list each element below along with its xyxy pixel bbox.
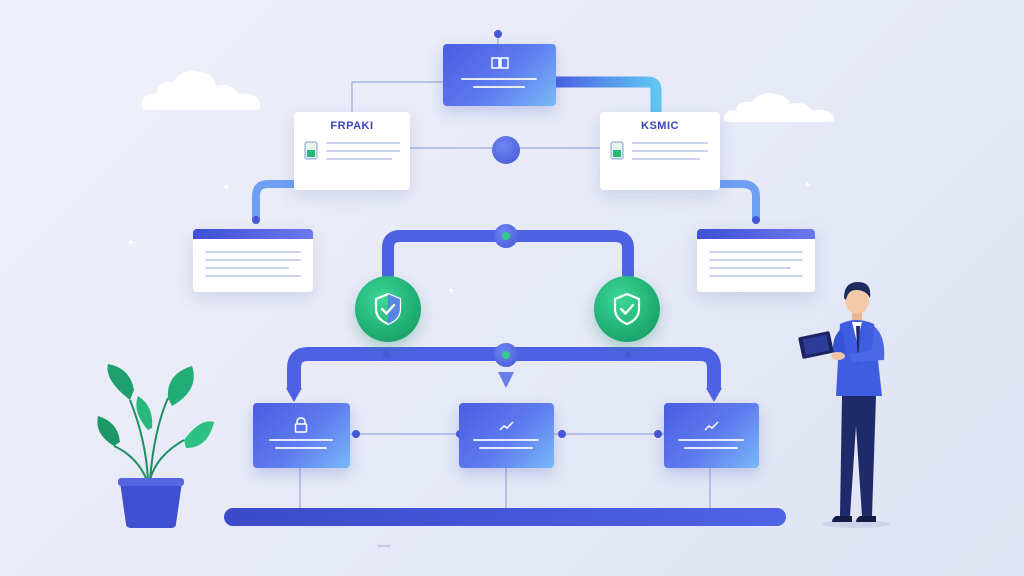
chart-icon (499, 421, 514, 431)
bottom-right-card (664, 403, 759, 468)
left-security-badge (355, 276, 421, 342)
bottom-left-card (253, 403, 350, 468)
text-line (632, 142, 708, 144)
window-title-bar (697, 229, 815, 239)
text-line (479, 447, 533, 449)
text-line (678, 439, 744, 441)
mid-left-window-card (193, 229, 313, 292)
sparkle: ✦ (447, 286, 456, 297)
sparkle: ✦ (222, 183, 231, 194)
lock-icon (294, 417, 308, 433)
top-card (443, 44, 556, 106)
bottom-center-card (459, 403, 554, 468)
left-info-card: FRPAKI (294, 112, 410, 190)
shield-check-icon (613, 292, 641, 326)
text-line (205, 267, 289, 269)
text-line (632, 150, 708, 152)
text-line (205, 275, 301, 277)
cloud-right (723, 93, 835, 122)
chart-icon (704, 421, 719, 431)
left-card-title: FRPAKI (330, 120, 374, 132)
battery-icon (304, 141, 318, 160)
text-line (632, 158, 700, 160)
book-icon (491, 57, 509, 69)
text-line (205, 251, 301, 253)
text-line (709, 267, 791, 269)
mid-right-window-card (697, 229, 815, 292)
sparkle: ✦ (127, 238, 136, 249)
node-emblem-icon (502, 232, 510, 240)
trunk-node-top (492, 136, 520, 164)
text-line (709, 275, 803, 277)
text-line (326, 142, 400, 144)
right-card-title: KSMIC (641, 120, 679, 132)
text-line (461, 78, 537, 80)
window-title-bar (193, 229, 313, 239)
potted-plant-illustration (97, 364, 214, 528)
node-emblem-icon (502, 351, 510, 359)
text-line (205, 259, 301, 261)
right-info-card: KSMIC (600, 112, 720, 190)
text-line (473, 439, 539, 441)
battery-icon (610, 141, 624, 160)
cloud-left (141, 71, 261, 110)
text-line (326, 150, 400, 152)
text-line (269, 439, 333, 441)
text-line (709, 259, 803, 261)
text-line (709, 251, 803, 253)
trunk-node-bottom (494, 343, 518, 367)
person-with-tablet-illustration (798, 282, 890, 528)
text-line (473, 86, 525, 88)
trunk-node-middle (494, 224, 518, 248)
text-line (326, 158, 392, 160)
right-security-badge (594, 276, 660, 342)
text-line (684, 447, 738, 449)
text-line (275, 447, 327, 449)
shield-check-icon (374, 292, 402, 326)
sparkle: ✦ (803, 180, 812, 191)
